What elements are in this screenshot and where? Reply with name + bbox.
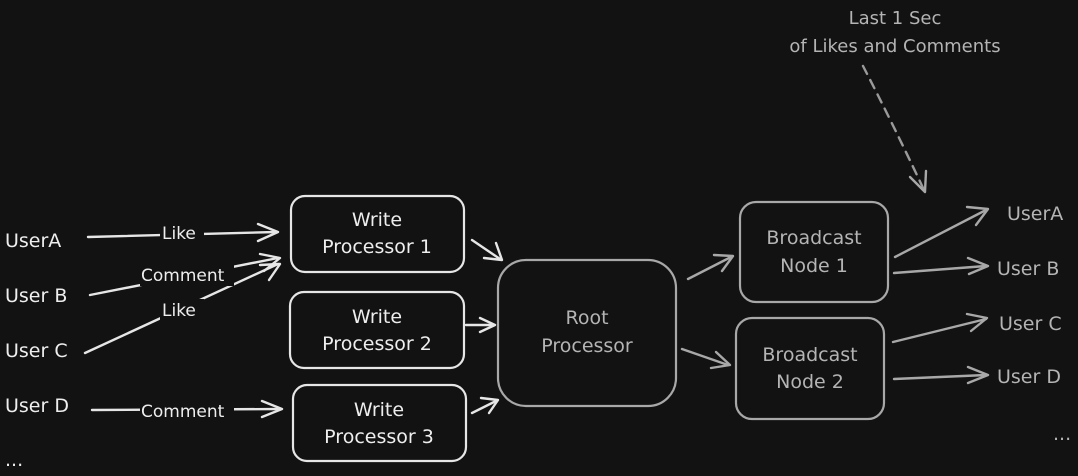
note-line1: Last 1 Sec xyxy=(849,8,942,29)
edge-label-like-a: Like xyxy=(162,224,196,244)
arrow-root-to-bn2 xyxy=(680,347,732,370)
edge-label-bg xyxy=(160,299,204,321)
bn2-line2: Node 2 xyxy=(776,371,844,393)
wp3-line2: Processor 3 xyxy=(324,426,434,448)
user-in-more: ... xyxy=(5,449,23,471)
write-processor-3: Write Processor 3 xyxy=(291,383,468,463)
user-out-d: User D xyxy=(997,366,1061,388)
user-out-more: ... xyxy=(1053,423,1071,445)
broadcast-node-1: Broadcast Node 1 xyxy=(738,200,890,304)
user-in-a: UserA xyxy=(5,230,61,252)
arrow-root-to-bn1 xyxy=(686,253,735,281)
write-processor-1: Write Processor 1 xyxy=(289,194,466,274)
arrow-wp2-to-root xyxy=(464,316,497,334)
note-line2: of Likes and Comments xyxy=(789,36,1000,57)
user-out-a: UserA xyxy=(1007,203,1063,225)
write-processor-2: Write Processor 2 xyxy=(288,290,466,370)
user-in-b: User B xyxy=(5,285,67,307)
arrow-bn2-to-userd xyxy=(892,365,990,385)
user-in-d: User D xyxy=(5,395,69,417)
wp1-line1: Write xyxy=(352,209,402,231)
wp3-line1: Write xyxy=(354,399,404,421)
wp2-line1: Write xyxy=(352,306,402,328)
arrow-bn1-to-usera xyxy=(893,205,990,259)
edge-label-comment-b: Comment xyxy=(141,266,225,286)
root-line1: Root xyxy=(565,307,608,329)
wp2-line2: Processor 2 xyxy=(322,333,432,355)
edge-label-bg xyxy=(160,222,204,244)
edge-label-like-c: Like xyxy=(162,301,196,321)
user-in-c: User C xyxy=(5,340,68,362)
arrow-bn1-to-userb xyxy=(892,256,990,276)
root-processor: Root Processor xyxy=(496,258,678,408)
wp1-line2: Processor 1 xyxy=(322,236,432,258)
root-line2: Processor xyxy=(541,335,633,357)
user-out-b: User B xyxy=(997,258,1059,280)
arrow-wp3-to-root xyxy=(470,396,500,415)
edge-label-bg xyxy=(140,264,234,286)
user-out-c: User C xyxy=(999,313,1062,335)
edge-label-comment-d: Comment xyxy=(141,402,225,422)
arrow-wp1-to-root xyxy=(470,238,504,262)
broadcast-node-2: Broadcast Node 2 xyxy=(734,316,886,421)
dashed-arrow-note-to-broadcast xyxy=(861,64,928,194)
bn1-line2: Node 1 xyxy=(780,255,848,277)
arrow-bn2-to-userc xyxy=(891,312,989,344)
bn1-line1: Broadcast xyxy=(766,227,861,249)
bn2-line1: Broadcast xyxy=(762,344,857,366)
edge-label-bg xyxy=(140,399,234,421)
